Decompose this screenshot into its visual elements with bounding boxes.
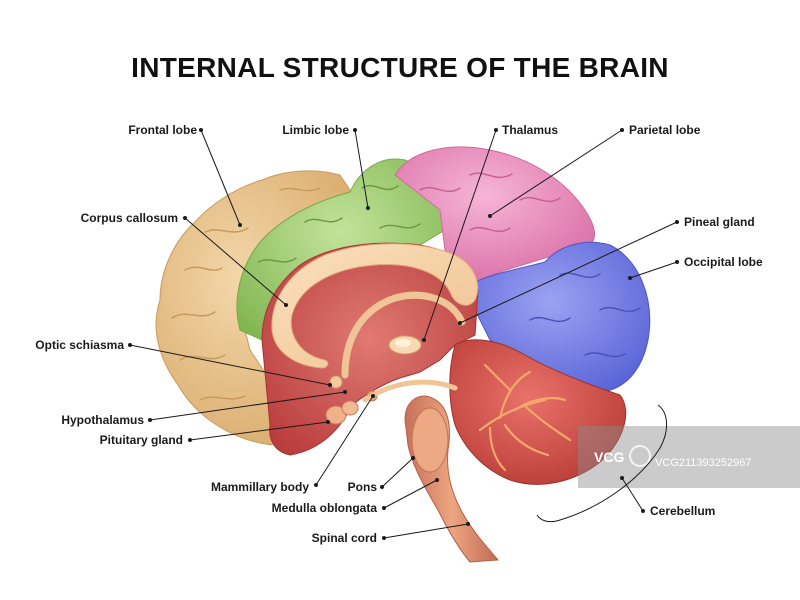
occipital-folds [529, 272, 641, 358]
label-pituitary-gland: Pituitary gland [100, 433, 183, 447]
label-optic-schiasma: Optic schiasma [35, 338, 124, 352]
labels: Frontal lobe Limbic lobe Thalamus Pariet… [35, 123, 763, 545]
cerebellum-bracket [536, 404, 667, 523]
label-pineal-gland: Pineal gland [684, 215, 755, 229]
hypothalamus-shape [341, 400, 359, 416]
label-mammillary-body: Mammillary body [211, 480, 309, 494]
pons-shape [411, 407, 449, 473]
thalamus-highlight [395, 339, 411, 347]
label-pons: Pons [348, 480, 378, 494]
fornix-curve [341, 291, 466, 379]
frontal-folds [171, 187, 321, 401]
frontal-lobe-region [155, 170, 361, 446]
corpus-callosum-shape [271, 243, 479, 369]
page-title: INTERNAL STRUCTURE OF THE BRAIN [131, 52, 669, 83]
watermark: VCG VCG211393252967 [578, 426, 800, 488]
watermark-id: VCG211393252967 [655, 457, 751, 469]
brain-illustration [155, 146, 651, 563]
watermark-logo: VCG [594, 449, 624, 465]
label-hypothalamus: Hypothalamus [61, 413, 144, 427]
pituitary-gland-shape [325, 405, 347, 425]
optic-schiasma-shape [329, 375, 343, 389]
watermark-icon [629, 445, 651, 467]
label-spinal-cord: Spinal cord [312, 531, 377, 545]
label-limbic-lobe: Limbic lobe [282, 123, 349, 137]
label-frontal-lobe: Frontal lobe [128, 123, 197, 137]
label-parietal-lobe: Parietal lobe [629, 123, 701, 137]
limbic-folds [257, 184, 421, 263]
arbor-vitae [478, 363, 572, 472]
watermark-band [578, 426, 800, 488]
label-occipital-lobe: Occipital lobe [684, 255, 763, 269]
label-corpus-callosum: Corpus callosum [81, 211, 178, 225]
label-cerebellum: Cerebellum [650, 504, 715, 518]
parietal-folds [419, 172, 561, 233]
leader-lines [129, 129, 678, 539]
leader-dots [128, 128, 679, 540]
cerebellum-region [449, 339, 627, 485]
label-medulla-oblongata: Medulla oblongata [272, 501, 378, 515]
label-thalamus: Thalamus [502, 123, 558, 137]
